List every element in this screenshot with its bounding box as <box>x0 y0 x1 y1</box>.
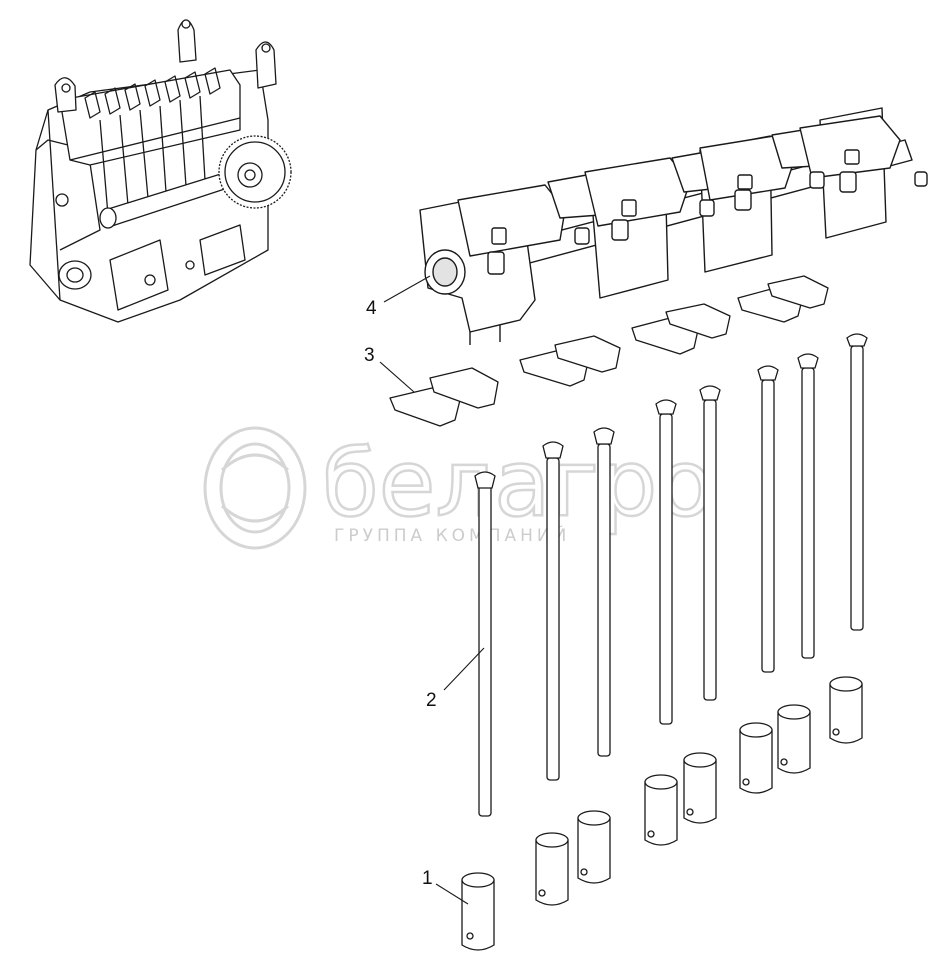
tappets <box>461 676 863 951</box>
push-rod <box>655 399 677 725</box>
watermark-logo-icon <box>203 426 307 550</box>
tappet <box>683 752 717 824</box>
push-rod <box>846 333 868 631</box>
watermark: белагро ГРУППА КОМПАНИЙ <box>203 426 715 550</box>
push-rod <box>593 427 615 757</box>
rocker-arm-assembly <box>419 107 928 345</box>
valve-bridges <box>389 275 829 427</box>
tappet <box>535 832 569 906</box>
push-rod <box>699 385 721 701</box>
push-rods <box>474 333 868 817</box>
tappet <box>461 872 495 951</box>
push-rod <box>542 441 564 781</box>
watermark-tagline: ГРУППА КОМПАНИЙ <box>334 524 570 546</box>
tappet <box>739 722 773 794</box>
tappet <box>829 676 863 744</box>
watermark-brand: белагро <box>322 430 714 537</box>
push-rod <box>474 471 496 817</box>
tappet <box>777 704 811 774</box>
callout-2: 2 <box>426 690 437 711</box>
callouts: 4 3 2 1 <box>364 298 437 889</box>
tappet <box>644 774 678 846</box>
leader-lines <box>379 275 485 905</box>
engine-overview <box>29 19 292 323</box>
push-rod <box>757 365 779 673</box>
push-rod <box>797 353 819 659</box>
callout-1: 1 <box>422 868 433 889</box>
callout-4: 4 <box>366 298 377 319</box>
tappet <box>577 810 611 884</box>
callout-3: 3 <box>364 345 375 366</box>
